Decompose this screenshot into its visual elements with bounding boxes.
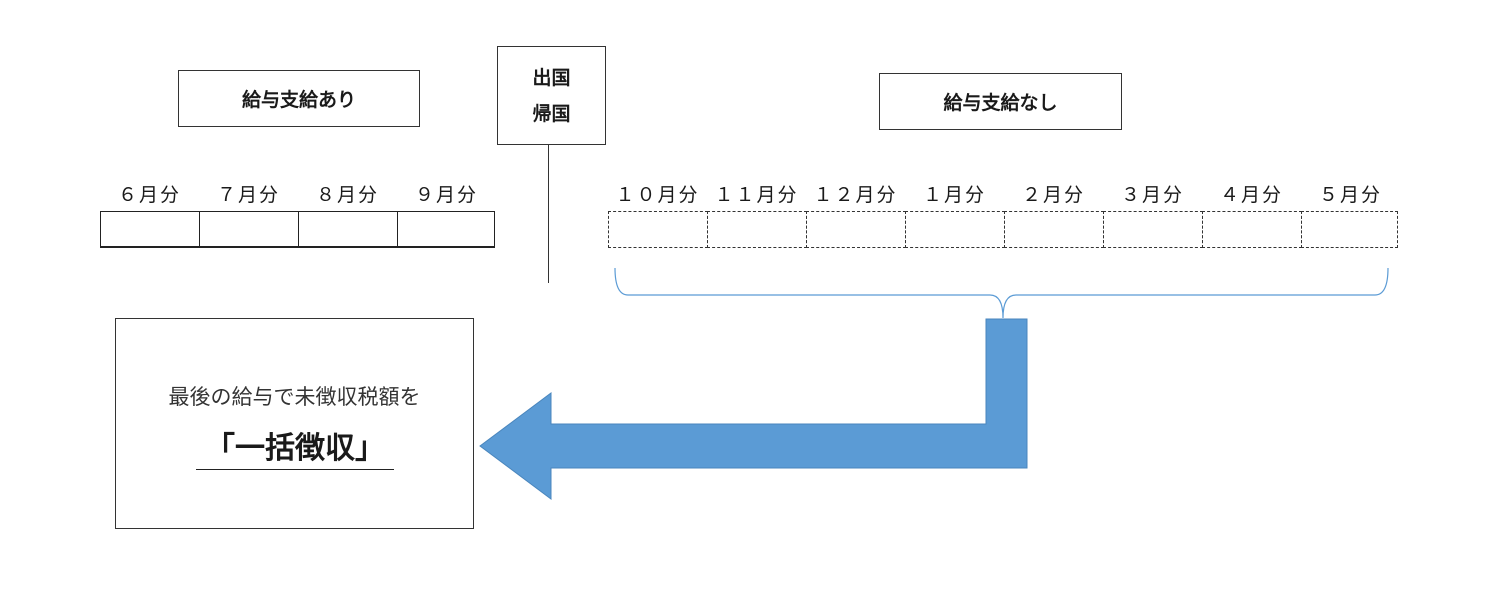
result-description: 最後の給与で未徴収税額を (168, 385, 421, 409)
paid-label-box: 給与支給あり (178, 70, 420, 127)
month-label-unpaid: １１月分 (714, 184, 799, 206)
month-label-unpaid: ２月分 (1021, 184, 1085, 206)
unpaid-label: 給与支給なし (943, 92, 1058, 114)
month-label-unpaid: ５月分 (1318, 184, 1382, 206)
month-label-paid: ７月分 (216, 184, 280, 206)
month-label-unpaid: ３月分 (1120, 184, 1184, 206)
unpaid-month-cell (1301, 211, 1398, 248)
month-label-paid: ９月分 (414, 184, 478, 206)
result-emphasis: 「一括徴収」 (196, 423, 394, 470)
lump-sum-arrow (479, 318, 1028, 500)
month-label-paid: ６月分 (117, 184, 181, 206)
departure-divider-line (548, 145, 549, 283)
month-label-paid: ８月分 (315, 184, 379, 206)
unpaid-label-box: 給与支給なし (879, 73, 1122, 130)
paid-month-cell (397, 211, 495, 248)
paid-label: 給与支給あり (241, 89, 356, 111)
month-label-unpaid: ４月分 (1219, 184, 1283, 206)
month-label-unpaid: １月分 (922, 184, 986, 206)
lump-sum-result-box: 最後の給与で未徴収税額を 「一括徴収」 (115, 318, 474, 529)
month-label-unpaid: １２月分 (813, 184, 898, 206)
return-label: 帰国 (532, 102, 571, 125)
departure-label: 出国 (532, 66, 571, 89)
departure-return-box: 出国 帰国 (497, 46, 606, 145)
unpaid-months-brace (614, 267, 1389, 319)
month-label-unpaid: １０月分 (615, 184, 700, 206)
